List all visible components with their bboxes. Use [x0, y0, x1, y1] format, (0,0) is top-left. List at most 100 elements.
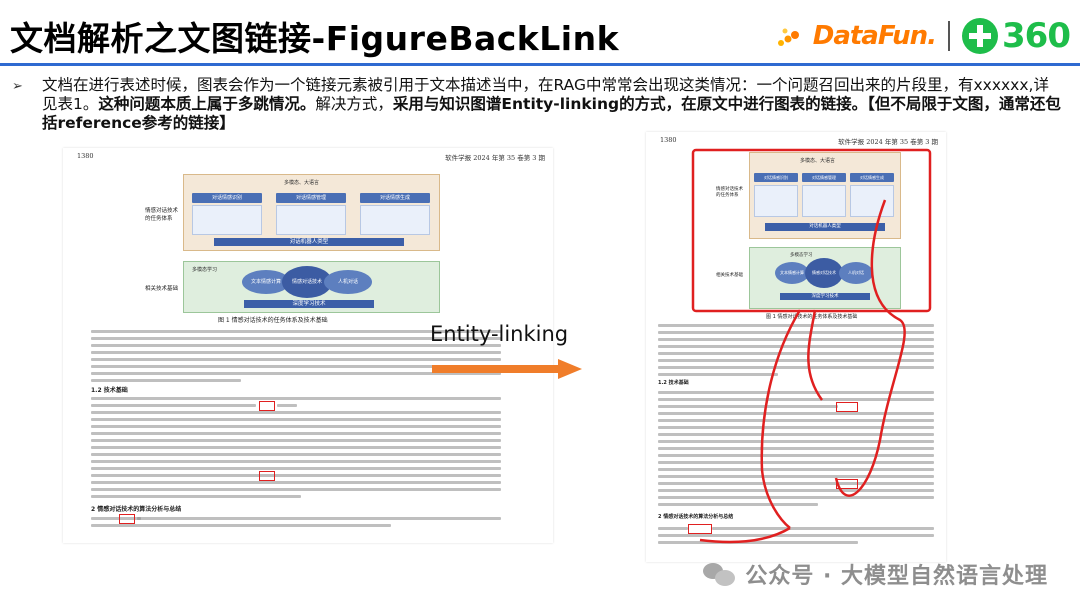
text-line — [658, 331, 934, 334]
box-detail-3 — [850, 185, 894, 217]
text-line — [91, 425, 501, 428]
left-label-task-1: 情感对话技术 — [145, 208, 179, 214]
section-heading-2: 2 情感对话技术的算法分析与总结 — [658, 514, 734, 520]
text-line — [658, 324, 934, 327]
page-number: 1380 — [660, 136, 677, 144]
section-heading-2: 2 情感对话技术的算法分析与总结 — [91, 506, 182, 513]
text-line — [91, 411, 501, 414]
header-divider — [0, 63, 1080, 66]
left-label-tech: 相关技术基础 — [145, 286, 179, 292]
left-label-task-2: 的任务体系 — [716, 193, 739, 198]
text-line — [91, 372, 501, 375]
link-line-1 — [760, 309, 802, 529]
text-line — [277, 404, 297, 407]
text-line — [91, 524, 391, 527]
para-part-3: 解决方式， — [315, 95, 393, 113]
left-label-task-2: 的任务体系 — [145, 216, 173, 222]
text-line — [91, 517, 141, 520]
left-label-task-1: 情感对话技术 — [716, 187, 743, 192]
text-line — [658, 412, 934, 415]
figure-link-right-3[interactable] — [688, 524, 712, 534]
text-line — [658, 541, 858, 544]
text-line — [91, 439, 501, 442]
document-page-left: 1380 软件学报 2024 年第 35 卷第 3 期 多模态、大语言 对话情感… — [63, 148, 553, 543]
link-line-2 — [807, 309, 824, 401]
figure-highlight-box — [691, 148, 932, 313]
box-emotion-management: 对话情感管理 — [276, 193, 346, 203]
ellipse-emotion-dialog: 情感对话技术 — [805, 258, 843, 288]
journal-name: 软件学报 2024 年第 35 卷第 3 期 — [445, 154, 545, 162]
diagram-top-title: 多模态、大语言 — [800, 158, 836, 164]
text-line — [658, 440, 934, 443]
text-line — [658, 534, 934, 537]
ellipse-text-emotion: 文本情感计算 — [775, 262, 809, 284]
datafun-icon — [775, 21, 805, 51]
deep-learning-bar: 深度学习技术 — [780, 293, 870, 300]
figure-link-right-1[interactable] — [836, 402, 858, 412]
ellipse-text-emotion: 文本情感计算 — [242, 270, 290, 294]
figure-link-left-3[interactable] — [119, 514, 135, 524]
document-page-right: 1380 软件学报 2024 年第 35 卷第 3 期 多模态、大语言 对话情感… — [646, 132, 946, 562]
watermark-text: 公众号 · 大模型自然语言处理 — [745, 564, 1048, 589]
right-arrow-icon — [432, 359, 582, 379]
text-line — [91, 481, 501, 484]
journal-name: 软件学报 2024 年第 35 卷第 3 期 — [838, 138, 938, 146]
diagram-tech-base: 多模态学习 文本情感计算 情感对话技术 人机对话 深度学习技术 — [183, 261, 440, 313]
box-detail-3 — [360, 205, 430, 235]
logo-area: DataFun. 360 — [775, 14, 1071, 58]
text-line — [91, 404, 256, 407]
text-line — [91, 432, 501, 435]
logo-separator — [948, 21, 951, 51]
left-label-task: 情感对话技术 的任务体系 — [145, 206, 181, 222]
box-detail-1 — [192, 205, 262, 235]
ellipse-emotion-dialog: 情感对话技术 — [282, 266, 332, 298]
text-line — [658, 496, 934, 499]
text-line — [91, 495, 301, 498]
plus-icon — [962, 18, 999, 54]
box-emotion-recognition: 对话情感识别 — [754, 173, 798, 182]
section-heading-1: 1.2 技术基础 — [91, 387, 128, 394]
figure-link-left-2[interactable] — [259, 471, 275, 481]
text-line — [658, 454, 934, 457]
text-line — [658, 482, 934, 485]
para-part-2: 这种问题本质上属于多跳情况。 — [98, 95, 316, 113]
logo-360: 360 — [962, 16, 1071, 56]
diagram-task-system: 多模态、大语言 对话情感识别 对话情感管理 对话情感生成 对话机器人类型 — [749, 152, 901, 239]
text-line — [658, 489, 934, 492]
box-emotion-management: 对话情感管理 — [802, 173, 846, 182]
text-line — [658, 366, 934, 369]
text-line — [91, 467, 501, 470]
logo-360-text: 360 — [1002, 16, 1071, 56]
para-part-4: 采用与知识图谱Entity-linking的方式，在原文中进行图表的链接。【但不… — [42, 95, 1061, 132]
page-number: 1380 — [77, 152, 94, 160]
bullet-arrow-icon: ➢ — [12, 79, 23, 94]
text-line — [658, 503, 818, 506]
datafun-logo: DataFun. — [812, 21, 937, 51]
text-line — [91, 446, 501, 449]
box-detail-2 — [276, 205, 346, 235]
text-line — [91, 460, 501, 463]
link-line-1b — [699, 526, 791, 544]
text-line — [658, 345, 934, 348]
link-line-3 — [834, 199, 906, 497]
figure-link-left-1[interactable] — [259, 401, 275, 411]
bullet-paragraph: ➢ 文档在进行表述时候，图表会作为一个链接元素被引用于文本描述当中，在RAG中常… — [12, 76, 1062, 133]
text-line — [658, 461, 934, 464]
diagram-tech-base: 多模态学习 文本情感计算 情感对话技术 人机对话 深度学习技术 — [749, 247, 901, 309]
diagram-top-title: 多模态、大语言 — [284, 180, 320, 186]
text-line — [91, 453, 501, 456]
text-line — [658, 405, 838, 408]
text-line — [91, 418, 501, 421]
text-line — [91, 397, 501, 400]
text-line — [658, 426, 934, 429]
text-line — [91, 474, 501, 477]
text-line — [91, 365, 501, 368]
left-label-task: 情感对话技术 的任务体系 — [716, 186, 748, 198]
text-line — [658, 419, 934, 422]
para-part-1: 文档在进行表述时候，图表会作为一个链接元素被引用于文本描述当中，在RAG中常常会… — [42, 76, 1049, 113]
box-emotion-generation: 对话情感生成 — [360, 193, 430, 203]
text-line — [91, 488, 501, 491]
doc-header: 1380 软件学报 2024 年第 35 卷第 3 期 — [63, 148, 553, 162]
robot-type-bar: 对话机器人类型 — [214, 238, 404, 246]
